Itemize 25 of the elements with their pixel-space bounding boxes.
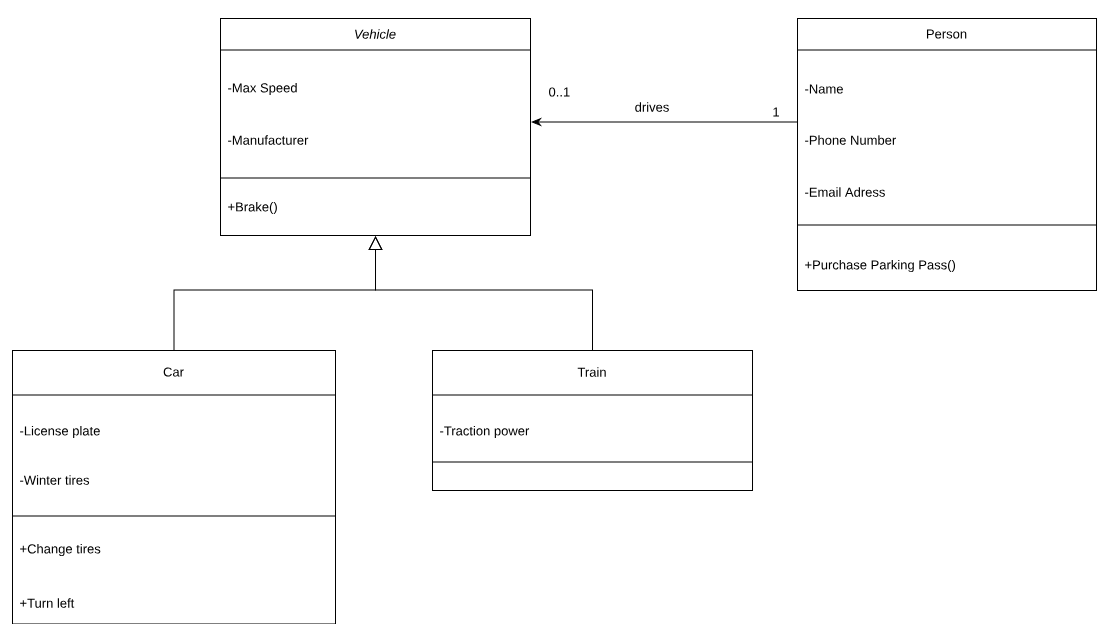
multiplicity-label: 1 <box>773 107 779 117</box>
class-box <box>219 18 531 236</box>
class-member: -Max Speed <box>228 82 297 96</box>
class-member: +Purchase Parking Pass() <box>805 259 956 273</box>
generalization-arrow <box>368 236 593 351</box>
edge-label: drives <box>635 102 669 112</box>
class-box <box>431 350 753 491</box>
multiplicity-label: 0..1 <box>549 87 570 97</box>
class-member: -Manufacturer <box>228 135 309 145</box>
class-member: -License plate <box>20 425 100 439</box>
class-box <box>11 350 336 624</box>
class-name: Person <box>927 29 967 39</box>
class-name: Vehicle <box>355 29 396 39</box>
class-box <box>796 18 1097 291</box>
class-name: Car <box>163 367 184 377</box>
class-member: -Name <box>805 84 843 94</box>
class-member: +Brake() <box>228 201 277 215</box>
class-member: +Turn left <box>20 598 75 608</box>
class-member: +Change tires <box>20 543 101 557</box>
class-member: -Winter tires <box>20 475 90 485</box>
class-member: -Email Adress <box>805 187 885 197</box>
class-member: -Phone Number <box>805 135 897 145</box>
class-member: -Traction power <box>440 425 530 439</box>
class-name: Train <box>577 367 606 377</box>
association-arrow <box>531 118 798 126</box>
